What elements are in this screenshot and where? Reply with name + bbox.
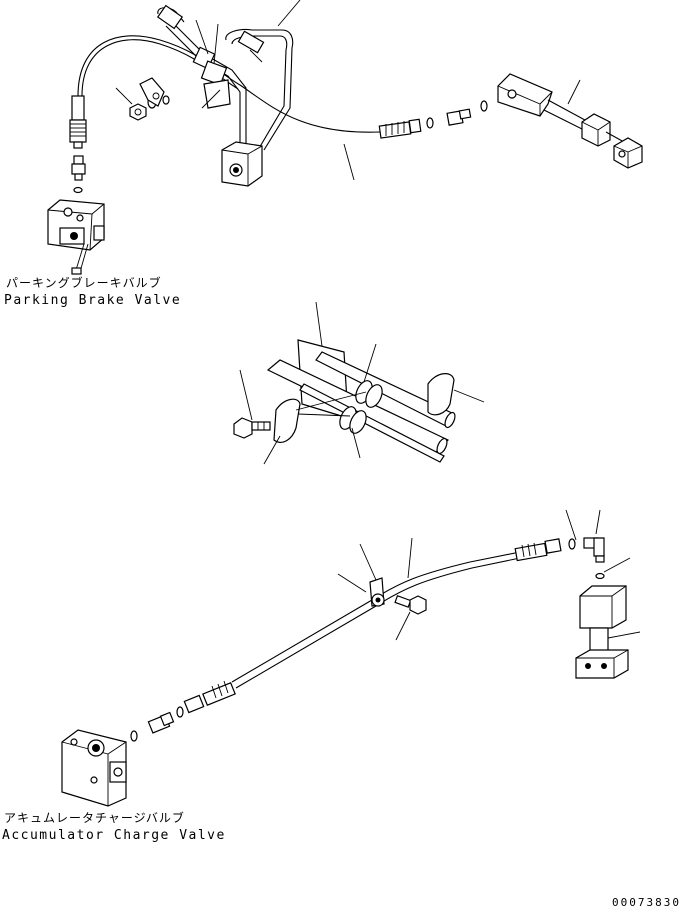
charge-hose bbox=[231, 551, 521, 683]
tube-clamp bbox=[192, 46, 231, 109]
rubber-collars bbox=[339, 380, 383, 434]
elbow-fitting bbox=[583, 537, 605, 563]
hose-end-fitting-left bbox=[69, 95, 87, 149]
brake-cylinder bbox=[497, 73, 643, 169]
parking-brake-valve-label-en: Parking Brake Valve bbox=[4, 293, 181, 308]
tube-end-block bbox=[221, 141, 263, 187]
bolt bbox=[233, 417, 271, 439]
middle-detail-clamp bbox=[233, 301, 485, 465]
adapter-fitting bbox=[71, 155, 86, 181]
top-assembly: パーキングブレーキバルブ Parking Brake Valve bbox=[4, 0, 643, 308]
hose-clamp bbox=[369, 577, 385, 607]
hose-end-fitting-upper bbox=[514, 538, 562, 562]
hose-end-fitting-lower bbox=[183, 680, 236, 714]
top-leader-lines bbox=[195, 0, 581, 181]
brake-hose bbox=[77, 35, 381, 133]
drawing-number: 00073830 bbox=[612, 896, 681, 909]
parking-brake-valve bbox=[47, 199, 105, 275]
hose-end-fitting-right bbox=[378, 100, 488, 139]
o-ring bbox=[73, 186, 83, 194]
steel-tubes bbox=[156, 4, 294, 151]
nut-washer-clamp bbox=[115, 77, 170, 121]
bottom-assembly: アキュムレータチャージバルブ Accumulator Charge Valve bbox=[2, 509, 641, 843]
clamp-bolt bbox=[394, 595, 427, 615]
straight-adapter bbox=[147, 711, 175, 734]
accumulator-charge-valve-label-en: Accumulator Charge Valve bbox=[2, 828, 226, 843]
accumulator-charge-valve bbox=[61, 729, 127, 807]
parking-brake-valve-label-jp: パーキングブレーキバルブ bbox=[6, 275, 162, 290]
clamp-halves bbox=[273, 373, 455, 443]
accumulator bbox=[575, 585, 629, 679]
accumulator-charge-valve-label-jp: アキュムレータチャージバルブ bbox=[4, 810, 185, 825]
